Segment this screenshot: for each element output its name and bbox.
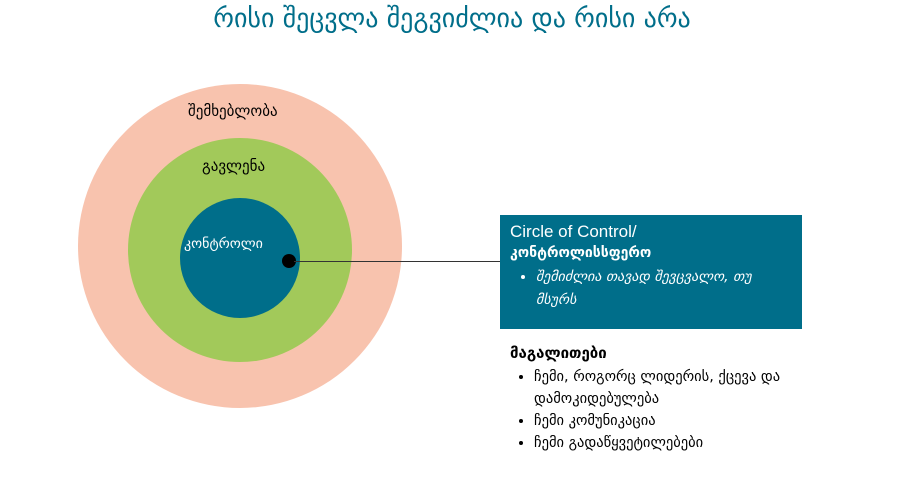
connector-dot: [282, 254, 296, 268]
callout-list: შემიძლია თავად შევცვალო, თუ მსურს: [510, 266, 792, 312]
outer-circle-label: შემხებლობა: [188, 102, 278, 120]
examples-heading: მაგალითები: [510, 344, 607, 362]
callout-heading: Circle of Control/: [510, 222, 637, 241]
connector-line: [294, 261, 500, 262]
callout-box: Circle of Control/ კონტროლისსფერო შემიძლ…: [500, 215, 802, 329]
list-item: ჩემი, როგორც ლიდერის, ქცევა და დამოკიდებ…: [534, 366, 824, 410]
inner-circle-label: კონტროლი: [184, 236, 263, 252]
middle-circle-label: გავლენა: [202, 157, 266, 175]
callout-subheading: კონტროლისსფერო: [510, 245, 652, 261]
circle-of-control: [180, 198, 300, 318]
examples-list: ჩემი, როგორც ლიდერის, ქცევა და დამოკიდებ…: [510, 366, 824, 454]
callout-bullet: შემიძლია თავად შევცვალო, თუ მსურს: [536, 266, 792, 312]
slide-title: რისი შეცვლა შეგვიძლია და რისი არა: [213, 4, 691, 34]
examples-section: მაგალითები ჩემი, როგორც ლიდერის, ქცევა დ…: [510, 344, 824, 454]
list-item: ჩემი გადაწყვეტილებები: [534, 432, 824, 454]
list-item: ჩემი კომუნიკაცია: [534, 410, 824, 432]
